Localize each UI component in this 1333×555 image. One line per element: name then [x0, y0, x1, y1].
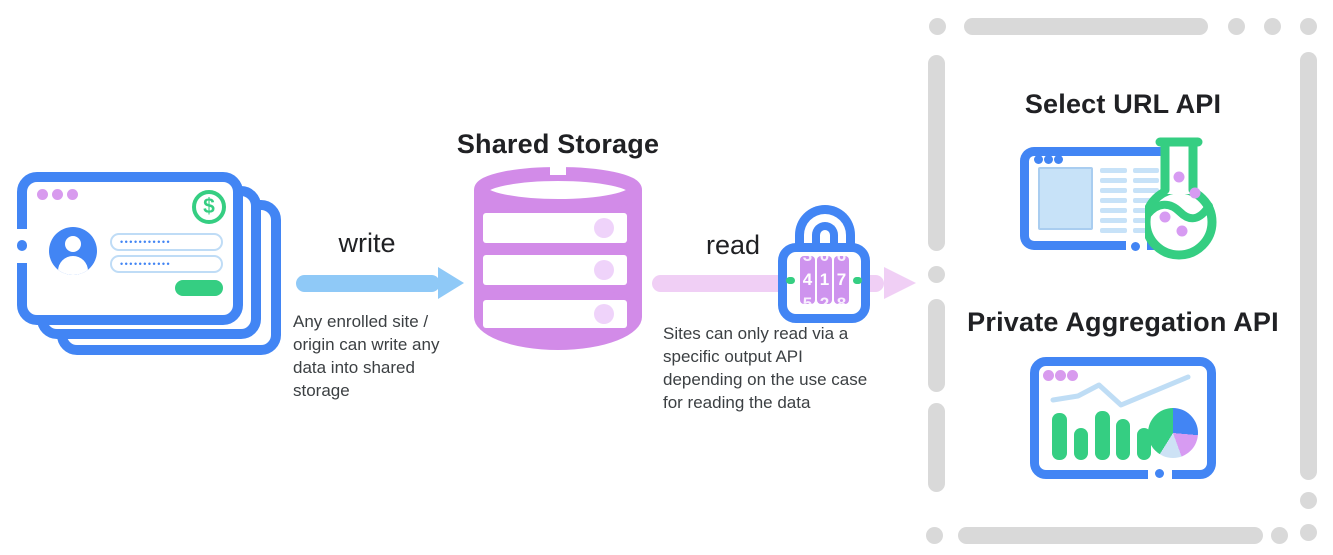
dial-digit: 5	[802, 294, 813, 304]
window-control-dot-icon	[1044, 155, 1053, 164]
lock-tick-left	[786, 277, 795, 284]
lock-dial: 0 1 2	[817, 256, 832, 304]
database-icon	[474, 165, 642, 350]
dollar-icon: $	[192, 190, 226, 224]
window-control-dot-icon	[1055, 370, 1066, 381]
bar-chart-bar	[1116, 419, 1130, 460]
content-block	[1038, 167, 1093, 230]
shared-storage-title: Shared Storage	[456, 129, 660, 159]
write-arrow-shaft	[296, 275, 440, 292]
password-field: •••••••••••	[110, 255, 223, 273]
submit-button-shape	[175, 280, 223, 296]
write-description: Any enrolled site / origin can write any…	[293, 312, 440, 400]
read-arrow-head	[884, 267, 916, 299]
lock-dial: 3 4 5	[800, 256, 815, 304]
password-field: •••••••••••	[110, 233, 223, 251]
lock-tick-right	[853, 277, 862, 284]
write-label: write	[338, 228, 396, 258]
lock-shackle-inner	[812, 222, 838, 250]
read-label: read	[705, 230, 761, 260]
user-avatar-icon	[49, 227, 97, 275]
read-description: Sites can only read via a specific outpu…	[663, 324, 868, 412]
window-control-dot-icon	[1067, 370, 1078, 381]
bar-chart-bar	[1137, 428, 1151, 460]
password-dots: •••••••••••	[120, 237, 172, 247]
line-chart-icon	[1050, 374, 1191, 408]
password-dots: •••••••••••	[120, 259, 172, 269]
window-control-dot-icon	[1043, 370, 1054, 381]
private-aggregation-title: Private Aggregation API	[967, 307, 1279, 337]
lock-dial: 6 7 8	[834, 256, 849, 304]
pie-chart-icon	[1148, 408, 1198, 458]
window-control-dot-icon	[1054, 155, 1063, 164]
dial-digit: 1	[819, 270, 830, 289]
dial-digit: 6	[834, 256, 849, 268]
window-control-dot-icon	[67, 189, 78, 200]
window-control-dot-icon	[52, 189, 63, 200]
select-url-title: Select URL API	[1024, 89, 1222, 119]
flask-icon	[1145, 137, 1217, 260]
window-control-dot-icon	[1034, 155, 1043, 164]
window-border-dot	[17, 240, 27, 251]
bar-chart-bar	[1052, 413, 1067, 460]
bar-chart-bar	[1074, 428, 1088, 460]
window-border-dot	[1155, 469, 1164, 478]
dial-digit: 8	[836, 294, 847, 304]
dial-digit: 2	[819, 294, 830, 304]
dial-digit: 4	[802, 270, 813, 289]
dollar-glyph: $	[203, 195, 215, 218]
window-control-dot-icon	[37, 189, 48, 200]
write-arrow-head	[438, 267, 464, 299]
dial-digit: 3	[800, 256, 815, 268]
bar-chart-bar	[1095, 411, 1110, 460]
dial-digit: 0	[817, 256, 832, 268]
window-border-dot	[1131, 242, 1140, 251]
dial-digit: 7	[836, 270, 847, 289]
